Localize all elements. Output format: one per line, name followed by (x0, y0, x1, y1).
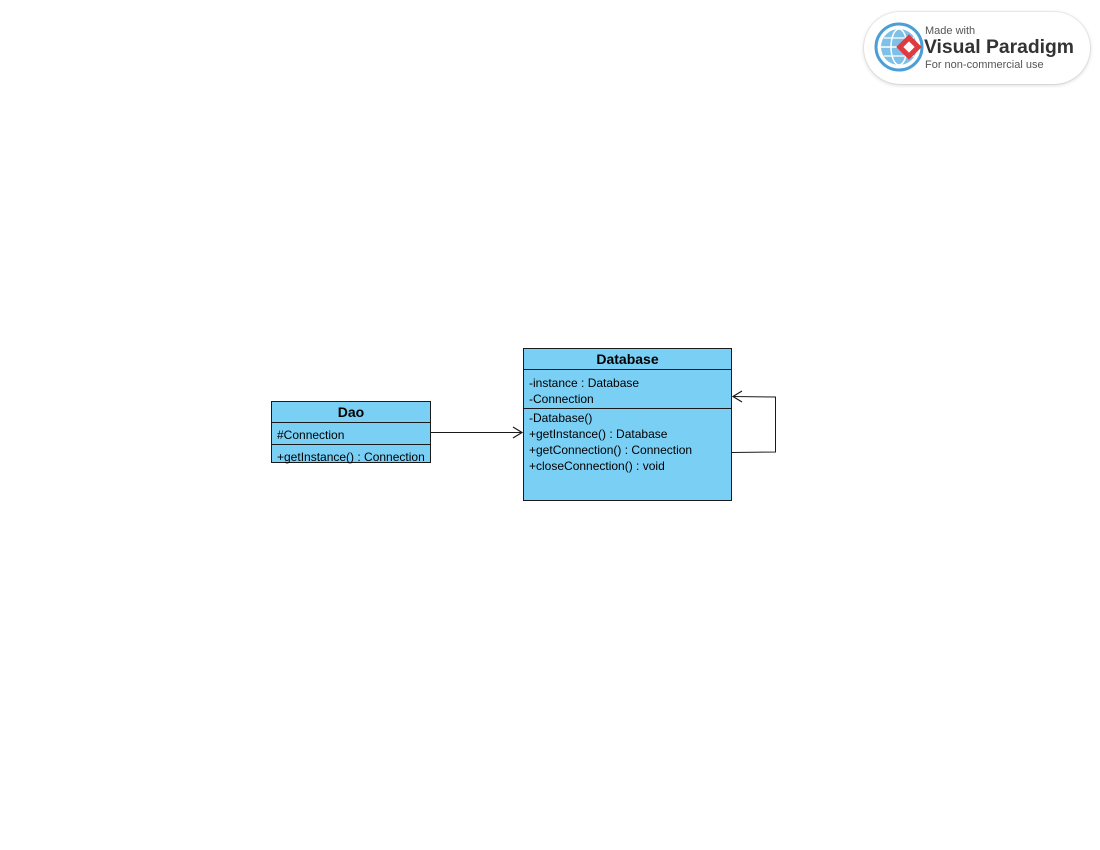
class-database-name: Database (524, 349, 731, 370)
class-database-operation: +closeConnection() : void (529, 459, 665, 473)
class-database-attribute: -Connection (529, 392, 594, 406)
class-dao-attribute: #Connection (277, 428, 345, 442)
class-dao-attributes: #Connection (272, 423, 430, 444)
association-database-self[interactable] (731, 390, 776, 453)
class-database[interactable]: Database -instance : Database -Connectio… (523, 348, 732, 501)
class-dao-name: Dao (272, 402, 430, 423)
class-database-attributes: -instance : Database -Connection (524, 370, 731, 408)
class-database-operations: -Database() +getInstance() : Database +g… (524, 408, 731, 475)
class-database-operation: +getConnection() : Connection (529, 443, 693, 457)
visual-paradigm-watermark: Made with Visual Paradigm For non-commer… (864, 12, 1090, 84)
association-dao-to-database[interactable] (431, 426, 524, 439)
class-dao[interactable]: Dao #Connection +getInstance() : Connect… (271, 401, 431, 466)
class-dao-operations: +getInstance() : Connection (272, 444, 430, 466)
open-arrowhead-icon (731, 390, 743, 403)
class-dao-operation: +getInstance() : Connection (277, 450, 425, 464)
watermark-license-note: For non-commercial use (925, 59, 1044, 71)
open-arrowhead-icon (512, 426, 524, 439)
class-database-operation: +getInstance() : Database (529, 427, 668, 441)
class-database-operation: -Database() (529, 411, 593, 425)
class-database-attribute: -instance : Database (529, 376, 640, 390)
visual-paradigm-logo-icon (874, 22, 924, 72)
watermark-made-with: Made with (925, 25, 975, 37)
watermark-brand: Visual Paradigm (924, 37, 1074, 58)
